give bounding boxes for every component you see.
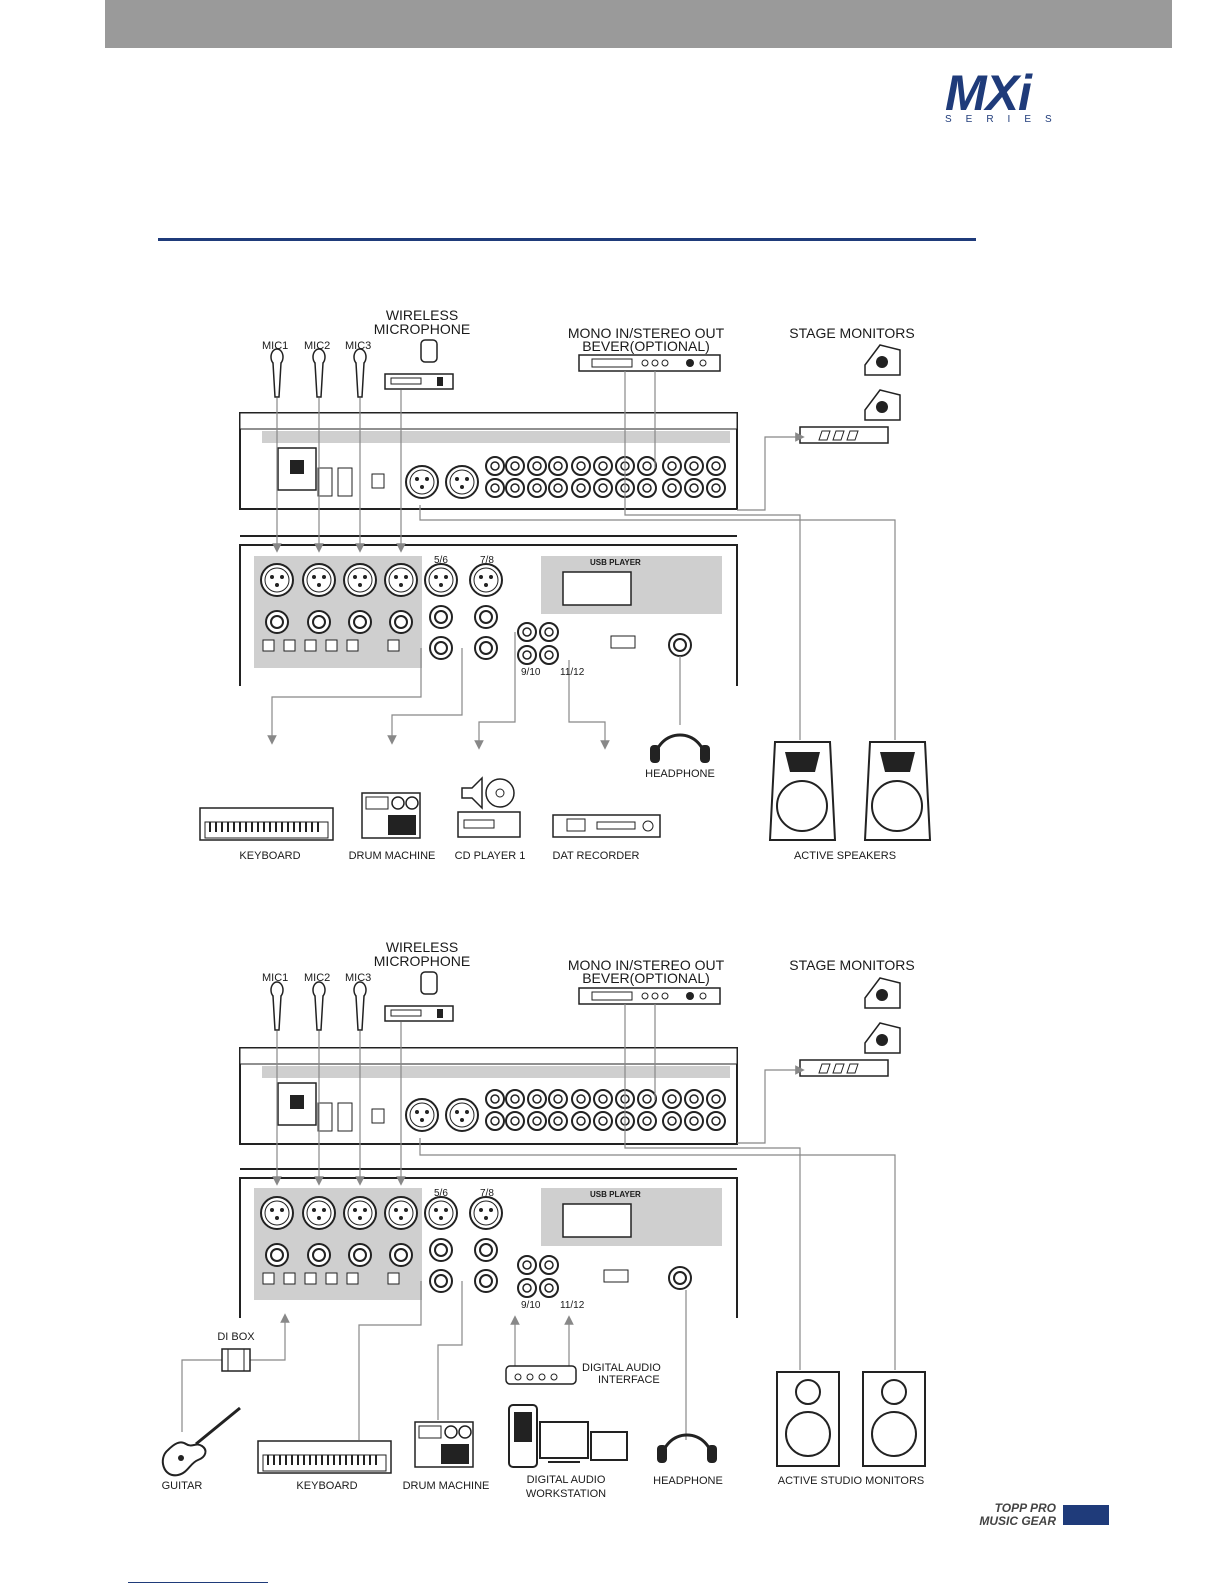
daw-workstation-icon <box>508 1404 628 1468</box>
dat-recorder-label: DAT RECORDER <box>552 850 640 862</box>
guitar-label: GUITAR <box>161 1480 203 1492</box>
front-panel-2 <box>239 1168 738 1318</box>
wireless-label-line2: MICROPHONE <box>373 321 471 337</box>
daw-label-line2: WORKSTATION <box>525 1488 607 1500</box>
active-speakers-label: ACTIVE SPEAKERS <box>793 850 897 862</box>
ch78-label-2: 7/8 <box>480 1188 494 1199</box>
ch1112-label: 11/12 <box>560 667 585 678</box>
mic2-label-2: MIC2 <box>304 972 331 984</box>
stage-monitors-icon <box>799 344 901 444</box>
footer-brand-line1: TOPP PRO <box>994 1501 1056 1515</box>
headphone-label: HEADPHONE <box>645 768 715 780</box>
mic1-icon <box>270 348 284 398</box>
di-box-icon <box>221 1348 251 1372</box>
rear-panel-2 <box>239 1047 738 1145</box>
ch56-label: 5/6 <box>434 555 448 566</box>
usb-player-label: USB PLAYER <box>590 558 641 567</box>
ch910-label-2: 9/10 <box>521 1300 541 1311</box>
logo-text: MXi <box>945 65 1032 121</box>
usb-player-label-2: USB PLAYER <box>590 1190 641 1199</box>
mic3-label: MIC3 <box>345 340 372 352</box>
wireless-mic-icon <box>384 339 454 390</box>
mic1-label: MIC1 <box>262 340 289 352</box>
guitar-icon <box>161 1406 241 1477</box>
ch910-label: 9/10 <box>521 667 541 678</box>
wireless-mic-icon-2 <box>384 971 454 1022</box>
audio-interface-icon <box>505 1365 577 1385</box>
rear-panel-1 <box>239 412 738 510</box>
wireless-label-line1-2: WIRELESS <box>385 939 459 955</box>
keyboard-icon-2 <box>257 1440 392 1474</box>
cables-2 <box>181 1004 896 1440</box>
studio-monitors-icon <box>776 1371 926 1467</box>
wireless-label-line1: WIRELESS <box>385 307 459 323</box>
diagram1-group <box>199 339 932 841</box>
drum-machine-label: DRUM MACHINE <box>348 850 436 862</box>
stage-monitors-label-2: STAGE MONITORS <box>789 957 915 973</box>
stage-monitors-icon-2 <box>799 977 901 1077</box>
wireless-label-line2-2: MICROPHONE <box>373 953 471 969</box>
ch1112-label-2: 11/12 <box>560 1300 585 1311</box>
drum-machine-label-2: DRUM MACHINE <box>402 1480 490 1492</box>
mic2-icon <box>312 348 326 398</box>
audio-interface-label-line2: INTERFACE <box>598 1374 660 1386</box>
mic3-label-2: MIC3 <box>345 972 372 984</box>
dat-recorder-icon-1 <box>552 814 661 838</box>
mono-label-line2: BEVER(OPTIONAL) <box>582 338 710 354</box>
audio-interface-label-line1: DIGITAL AUDIO <box>582 1362 661 1374</box>
front-panel-1 <box>239 535 738 686</box>
mic2-label: MIC2 <box>304 340 331 352</box>
active-speakers-icon <box>768 741 932 841</box>
studio-monitors-label: ACTIVE STUDIO MONITORS <box>777 1475 925 1487</box>
drum-machine-icon-2 <box>414 1421 474 1468</box>
mono-label-line2-2: BEVER(OPTIONAL) <box>582 970 710 986</box>
mic3-icon <box>353 348 367 398</box>
stage-monitors-label: STAGE MONITORS <box>789 325 915 341</box>
ch78-label: 7/8 <box>480 555 494 566</box>
page-tab <box>1063 1505 1109 1525</box>
headphone-icon-2 <box>657 1433 717 1463</box>
logo-subtext: SERIES <box>945 114 1066 125</box>
diagram2-group <box>161 971 926 1477</box>
daw-label-line1: DIGITAL AUDIO <box>526 1474 606 1486</box>
mic1-label-2: MIC1 <box>262 972 289 984</box>
section-rule <box>158 238 976 241</box>
ch56-label-2: 5/6 <box>434 1188 448 1199</box>
drum-machine-icon-1 <box>361 792 421 839</box>
header-bar <box>105 0 1172 48</box>
di-box-label: DI BOX <box>217 1331 255 1343</box>
headphone-label-2: HEADPHONE <box>653 1475 723 1487</box>
mono-label-line1: MONO IN/STEREO OUT <box>567 325 725 341</box>
bottom-link-line <box>128 1582 268 1583</box>
keyboard-icon-1 <box>199 807 334 841</box>
cd-player-label: CD PLAYER 1 <box>454 850 526 862</box>
footer-brand-line2: MUSIC GEAR <box>979 1514 1056 1528</box>
reverb-unit-icon-2 <box>578 987 721 1005</box>
footer-brand: TOPP PRO MUSIC GEAR <box>968 1502 1056 1528</box>
mxi-series-logo: MXi SERIES <box>945 65 1125 125</box>
reverb-unit-icon <box>578 354 721 372</box>
mono-label-line1-2: MONO IN/STEREO OUT <box>567 957 725 973</box>
cd-player-icon-1 <box>457 776 521 838</box>
keyboard-label: KEYBOARD <box>239 850 301 862</box>
headphone-icon-1 <box>650 733 710 763</box>
cables-1 <box>267 371 896 750</box>
keyboard-label-2: KEYBOARD <box>296 1480 358 1492</box>
